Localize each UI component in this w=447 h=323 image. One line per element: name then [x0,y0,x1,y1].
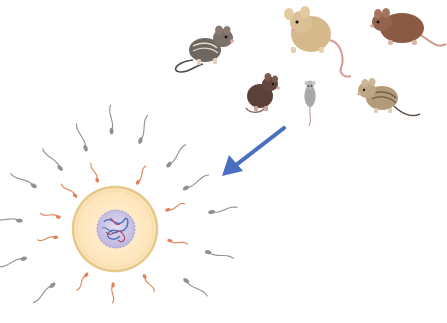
nucleus-icon [97,210,135,248]
sperm-icon [165,145,185,169]
striped-mouse-icon [176,26,234,73]
rat-icon [284,6,351,77]
sperm-icon [111,282,115,303]
sperm-icon [41,213,62,219]
sperm-icon [77,124,89,152]
sperm-icon [165,203,185,212]
sperm-icon [182,277,207,296]
dark-mouse-icon [246,73,280,112]
rodent-group [176,6,446,126]
sperm-icon [38,235,59,240]
sperm-icon [61,184,78,199]
arrow-icon [222,128,284,176]
sperm-icon [77,272,89,290]
sperm-icon [33,281,56,302]
striped-mouse-icon [357,78,420,116]
sperm-icon [142,273,154,291]
sperm-icon [0,218,23,223]
grey-mouse-icon [305,81,316,127]
sperm-icon [135,166,146,185]
sperm-icon [43,149,64,172]
sperm-icon [91,163,100,183]
sperm-icon [167,238,188,244]
sperm-icon [182,175,208,191]
sperm-icon [11,174,38,190]
sperm-icon [137,116,147,145]
sperm-icon [204,249,233,258]
brown-mouse-icon [370,8,446,46]
sperm-icon [0,256,28,267]
sperm-icon [208,207,237,215]
sperm-icon [109,105,113,134]
